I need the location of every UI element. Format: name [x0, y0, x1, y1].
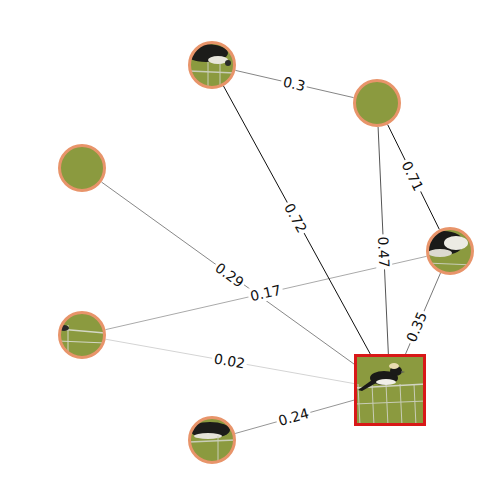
weighted-edge: [235, 70, 353, 97]
edge-weight: 0.47: [375, 234, 393, 270]
image-patch-node: [426, 227, 474, 275]
edge-weight: 0.02: [211, 350, 248, 372]
weighted-edge: [106, 339, 354, 383]
edge-weight: 0.71: [398, 156, 428, 195]
edge-weight: 0.24: [275, 405, 313, 430]
patch-outline: [58, 144, 106, 192]
edge-weight: 0.29: [211, 258, 249, 292]
weighted-edge: [101, 182, 354, 364]
patch-outline: [426, 227, 474, 275]
patch-outline: [353, 79, 401, 127]
patch-outline: [354, 354, 426, 426]
patch-outline: [58, 311, 106, 359]
weighted-edge: [388, 125, 440, 230]
image-patch-node: [188, 416, 236, 464]
image-patch-node: [354, 354, 426, 426]
edge-weight: 0.72: [280, 198, 311, 237]
weighted-edge: [224, 86, 371, 354]
image-patch-node: [353, 79, 401, 127]
image-patch-node: [188, 41, 236, 89]
patch-outline: [188, 41, 236, 89]
image-patch-node: [58, 311, 106, 359]
edge-weight: 0.3: [280, 73, 309, 94]
weighted-edge: [235, 400, 354, 433]
edge-weight: 0.35: [403, 308, 432, 347]
patch-outline: [188, 416, 236, 464]
image-patch-node: [58, 144, 106, 192]
